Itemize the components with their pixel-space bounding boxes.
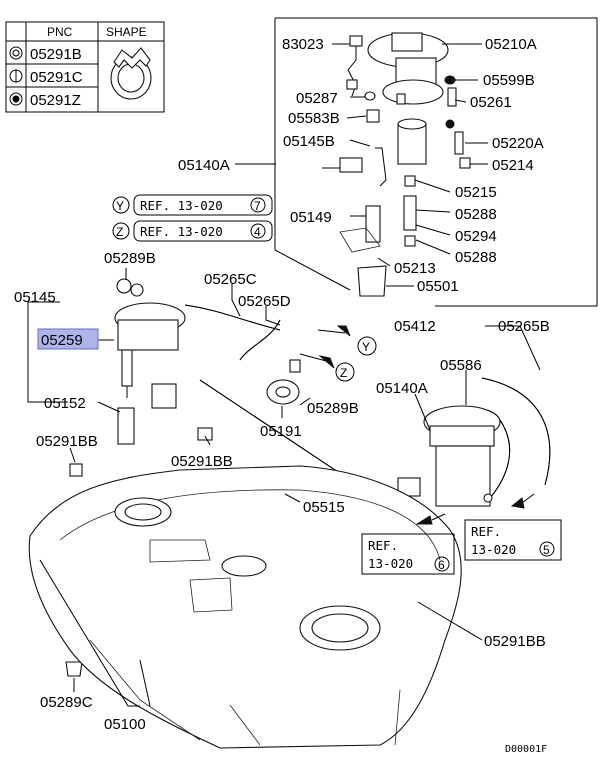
legend-table: PNC SHAPE 05291B 05291C 05291Z bbox=[5, 21, 165, 113]
label-05515[interactable]: 05515 bbox=[303, 499, 345, 516]
hose-clamp-shape-icon bbox=[110, 47, 152, 100]
filled-circle-icon bbox=[9, 92, 23, 106]
svg-text:Y: Y bbox=[116, 199, 124, 213]
svg-text:13-020: 13-020 bbox=[471, 542, 516, 557]
label-05145b[interactable]: 05145B bbox=[283, 133, 335, 150]
label-83023[interactable]: 83023 bbox=[282, 36, 324, 53]
svg-text:Z: Z bbox=[340, 366, 347, 380]
highlight-05259-box[interactable] bbox=[37, 328, 99, 350]
label-05100[interactable]: 05100 bbox=[104, 716, 146, 733]
ref-6: REF. 13-020 6 bbox=[361, 533, 455, 575]
svg-text:Z: Z bbox=[116, 225, 123, 239]
right-pump-assembly bbox=[397, 405, 501, 507]
label-05140a-right[interactable]: 05140A bbox=[376, 380, 428, 397]
label-05599b[interactable]: 05599B bbox=[483, 72, 535, 89]
svg-text:REF. 13-020: REF. 13-020 bbox=[140, 224, 223, 239]
label-05586[interactable]: 05586 bbox=[440, 357, 482, 374]
label-05265d[interactable]: 05265D bbox=[238, 293, 291, 310]
svg-text:7: 7 bbox=[254, 199, 261, 213]
fuel-tank bbox=[28, 465, 462, 749]
label-05220a[interactable]: 05220A bbox=[492, 135, 544, 152]
label-05583b[interactable]: 05583B bbox=[288, 110, 340, 127]
label-05265c[interactable]: 05265C bbox=[204, 271, 257, 288]
label-05501[interactable]: 05501 bbox=[417, 278, 459, 295]
part-labels: 83023 05210A 05599B 05287 05261 05583B 0… bbox=[14, 36, 550, 733]
legend-header-shape: SHAPE bbox=[106, 25, 147, 39]
sender-assembly bbox=[114, 283, 186, 445]
svg-text:Y: Y bbox=[362, 340, 370, 354]
legend-header-pnc: PNC bbox=[47, 25, 73, 39]
flow-arrows bbox=[299, 325, 535, 525]
svg-text:REF.: REF. bbox=[471, 524, 501, 539]
label-05140a-top[interactable]: 05140A bbox=[178, 157, 230, 174]
label-05287[interactable]: 05287 bbox=[296, 90, 338, 107]
label-05191[interactable]: 05191 bbox=[260, 423, 302, 440]
label-05288-b[interactable]: 05288 bbox=[455, 249, 497, 266]
label-05291bb-b[interactable]: 05291BB bbox=[171, 453, 233, 470]
z-arrow-marker: Z bbox=[335, 362, 355, 382]
ref-z: Z REF. 13-020 4 bbox=[112, 220, 273, 242]
label-05289b-b[interactable]: 05289B bbox=[307, 400, 359, 417]
label-05289b-a[interactable]: 05289B bbox=[104, 250, 156, 267]
svg-text:4: 4 bbox=[254, 225, 261, 239]
label-05291bb-c[interactable]: 05291BB bbox=[484, 633, 546, 650]
svg-text:REF.: REF. bbox=[368, 538, 398, 553]
label-05412[interactable]: 05412 bbox=[394, 318, 436, 335]
svg-text:REF. 13-020: REF. 13-020 bbox=[140, 198, 223, 213]
pump-module-detail-box bbox=[274, 17, 598, 307]
label-05152[interactable]: 05152 bbox=[44, 395, 86, 412]
label-05210a[interactable]: 05210A bbox=[485, 36, 537, 53]
legend-pnc-05291z: 05291Z bbox=[30, 92, 81, 109]
circle-in-circle-icon bbox=[9, 46, 23, 60]
label-05145[interactable]: 05145 bbox=[14, 289, 56, 306]
diagram-code: D00001F bbox=[505, 744, 547, 755]
label-05291bb-a[interactable]: 05291BB bbox=[36, 433, 98, 450]
label-05215[interactable]: 05215 bbox=[455, 184, 497, 201]
label-05259[interactable]: 05259 bbox=[41, 332, 83, 349]
leader-lines bbox=[27, 43, 541, 707]
label-05265b[interactable]: 05265B bbox=[498, 318, 550, 335]
label-05289c[interactable]: 05289C bbox=[40, 694, 93, 711]
label-05149[interactable]: 05149 bbox=[290, 209, 332, 226]
svg-text:13-020: 13-020 bbox=[368, 556, 413, 571]
y-arrow-marker: Y bbox=[357, 336, 377, 356]
ref-5: REF. 13-020 5 bbox=[464, 519, 562, 561]
svg-text:5: 5 bbox=[543, 543, 550, 557]
circle-bar-icon bbox=[9, 69, 23, 83]
legend-pnc-05291b: 05291B bbox=[30, 46, 82, 63]
ref-y: Y REF. 13-020 7 bbox=[112, 194, 273, 216]
legend-pnc-05291c: 05291C bbox=[30, 69, 83, 86]
label-05214[interactable]: 05214 bbox=[492, 157, 534, 174]
label-05261[interactable]: 05261 bbox=[470, 94, 512, 111]
label-05288-a[interactable]: 05288 bbox=[455, 206, 497, 223]
svg-text:6: 6 bbox=[438, 558, 445, 572]
label-05213[interactable]: 05213 bbox=[394, 260, 436, 277]
label-05294[interactable]: 05294 bbox=[455, 228, 497, 245]
